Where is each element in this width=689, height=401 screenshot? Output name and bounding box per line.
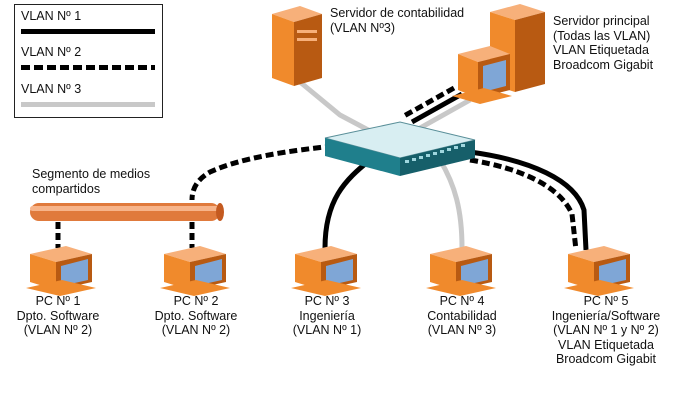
- pc3-label-line1: PC Nº 3: [304, 294, 350, 308]
- server-accounting-label-line2: (VLAN Nº3): [330, 20, 395, 35]
- switch: [324, 121, 476, 176]
- server-main: [452, 4, 545, 104]
- legend-swatch-vlan1: [21, 29, 155, 34]
- pc2-icon: [160, 246, 230, 296]
- pc4-label-line3: (VLAN Nº 3): [427, 323, 497, 337]
- server-accounting-label-line1: Servidor de contabilidad: [330, 6, 465, 20]
- link-server-main-switch-vlan1: [410, 91, 464, 125]
- server-accounting: [272, 6, 322, 86]
- legend-label-vlan2: VLAN Nº 2: [21, 45, 82, 59]
- server-main-label-line2: (Todas las VLAN): [553, 28, 651, 43]
- pc1-label-line2: Dpto. Software: [16, 308, 100, 323]
- pc4-icon: [426, 246, 496, 296]
- pc-icons: [26, 246, 634, 296]
- link-server-accounting-switch: [298, 80, 374, 135]
- server-main-label-line3: VLAN Etiquetada: [553, 43, 649, 57]
- pc2-label-line1: PC Nº 2: [173, 294, 219, 308]
- pc4-label: PC Nº 4 Contabilidad (VLAN Nº 3): [427, 294, 497, 338]
- legend: VLAN Nº 1 VLAN Nº 2 VLAN Nº 3: [14, 4, 163, 118]
- server-main-label-line1: Servidor principal: [553, 14, 650, 28]
- pc3-label-line2: Ingeniería: [299, 308, 355, 323]
- segment-label: Segmento de medios compartidos: [32, 167, 150, 196]
- connections: [55, 80, 589, 251]
- pc5-label-line2: Ingeniería/Software: [551, 308, 661, 323]
- legend-swatch-vlan2: [21, 65, 155, 70]
- link-server-main-switch-vlan2: [402, 85, 456, 119]
- pc1-label-line1: PC Nº 1: [35, 294, 81, 308]
- legend-label-vlan3: VLAN Nº 3: [21, 82, 82, 96]
- link-switch-pc5-vlan2: [469, 157, 579, 251]
- pc4-label-line2: Contabilidad: [427, 308, 497, 323]
- pc1-label: PC Nº 1 Dpto. Software (VLAN Nº 2): [17, 294, 100, 338]
- pc5-label-line5: Broadcom Gigabit: [555, 352, 657, 366]
- pc5-label: PC Nº 5 Ingeniería/Software (VLAN Nº 1 y…: [552, 294, 660, 367]
- pc1-icon: [26, 246, 96, 296]
- shared-segment-bus: [30, 203, 224, 221]
- server-main-label: Servidor principal (Todas las VLAN) VLAN…: [553, 14, 653, 72]
- pc4-label-line1: PC Nº 4: [439, 294, 485, 308]
- pc5-label-line4: VLAN Etiquetada: [558, 337, 654, 352]
- segment-label-line2: compartidos: [32, 181, 101, 196]
- link-switch-pc4: [437, 158, 465, 249]
- link-switch-pc5-vlan1: [469, 149, 589, 251]
- link-switch-segment: [189, 142, 346, 201]
- pc2-label: PC Nº 2 Dpto. Software (VLAN Nº 2): [155, 294, 238, 338]
- segment-label-line1: Segmento de medios: [32, 167, 151, 181]
- pc2-label-line3: (VLAN Nº 2): [161, 323, 231, 337]
- pc3-label: PC Nº 3 Ingeniería (VLAN Nº 1): [293, 294, 361, 338]
- pc5-label-line1: PC Nº 5: [583, 294, 629, 308]
- legend-swatch-vlan3: [21, 102, 155, 107]
- pc5-label-line3: (VLAN Nº 1 y Nº 2): [553, 323, 659, 337]
- server-accounting-label: Servidor de contabilidad (VLAN Nº3): [330, 6, 464, 35]
- pc2-label-line2: Dpto. Software: [154, 308, 238, 323]
- legend-label-vlan1: VLAN Nº 1: [21, 9, 82, 23]
- pc5-icon: [564, 246, 634, 296]
- pc3-label-line3: (VLAN Nº 1): [292, 323, 362, 337]
- link-server-main-switch-vlan3: [418, 97, 472, 131]
- link-switch-pc3: [322, 158, 372, 249]
- pc1-label-line3: (VLAN Nº 2): [23, 323, 93, 337]
- pc3-icon: [291, 246, 361, 296]
- server-main-label-line4: Broadcom Gigabit: [553, 57, 654, 72]
